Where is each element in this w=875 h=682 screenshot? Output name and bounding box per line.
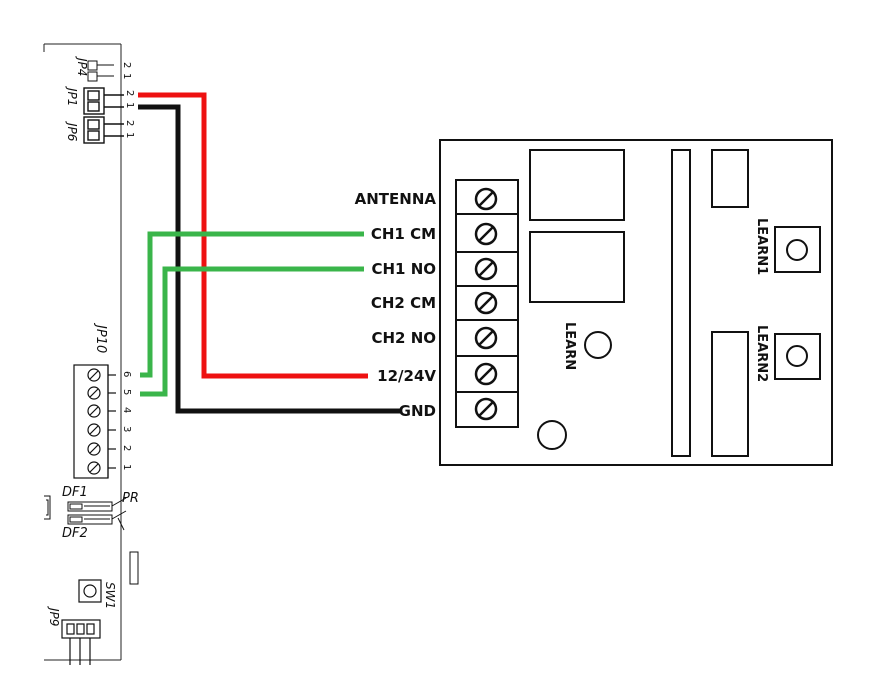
terminal-label-ch2-no: CH2 NO — [371, 329, 436, 347]
jp1-connector — [83, 87, 124, 115]
jp10-pin5-label: 5 — [121, 389, 132, 395]
terminal-label-12-24v: 12/24V — [377, 367, 436, 385]
jp4-connector — [87, 60, 114, 82]
receiver-module — [439, 139, 833, 466]
green-wire-ch1-cm — [140, 231, 364, 378]
jp10-pin3-label: 3 — [121, 426, 132, 432]
pr-label: PR — [122, 491, 139, 506]
jp10-label: JP10 — [93, 322, 108, 353]
jp9-label: JP9 — [47, 606, 61, 626]
jp6-pin1-label: 1 — [124, 132, 135, 138]
sw1-button — [78, 579, 102, 603]
jp4-label: JP4 — [75, 56, 89, 76]
terminal-label-ch2-cm: CH2 CM — [371, 294, 436, 312]
jp10-pin6-label: 6 — [121, 371, 132, 377]
jp4-pin2-label: 2 — [121, 62, 132, 68]
green-wire-ch1-no — [140, 266, 364, 397]
jp10-pin1-label: 1 — [121, 464, 132, 470]
black-wire-gnd — [138, 104, 400, 414]
terminal-label-antenna: ANTENNA — [355, 190, 437, 208]
learn2-label: LEARN2 — [754, 325, 769, 382]
jp6-pin2-label: 2 — [124, 120, 135, 126]
controller-board — [43, 43, 122, 661]
terminal-label-ch1-no: CH1 NO — [371, 260, 436, 278]
sw1-label: SW1 — [103, 582, 117, 609]
jp9-connector — [61, 619, 101, 665]
jp6-label: JP6 — [65, 121, 79, 142]
terminal-screws — [474, 187, 498, 421]
learn-led-label: LEARN — [562, 322, 577, 370]
learn1-label: LEARN1 — [754, 218, 769, 275]
terminal-label-gnd: GND — [399, 402, 436, 420]
df1-label: DF1 — [62, 485, 88, 500]
terminal-label-ch1-cm: CH1 CM — [371, 225, 436, 243]
jp10-terminal-block — [73, 364, 116, 479]
jp10-pin2-label: 2 — [121, 445, 132, 451]
jp10-pin4-label: 4 — [121, 407, 132, 413]
df2-label: DF2 — [62, 526, 88, 541]
jp6-connector — [83, 116, 124, 144]
jp1-pin1-label: 1 — [124, 102, 135, 108]
df-switch-block — [44, 495, 139, 585]
jp4-pin1-label: 1 — [121, 73, 132, 79]
jp1-label: JP1 — [65, 86, 79, 106]
jp1-pin2-label: 2 — [124, 90, 135, 96]
